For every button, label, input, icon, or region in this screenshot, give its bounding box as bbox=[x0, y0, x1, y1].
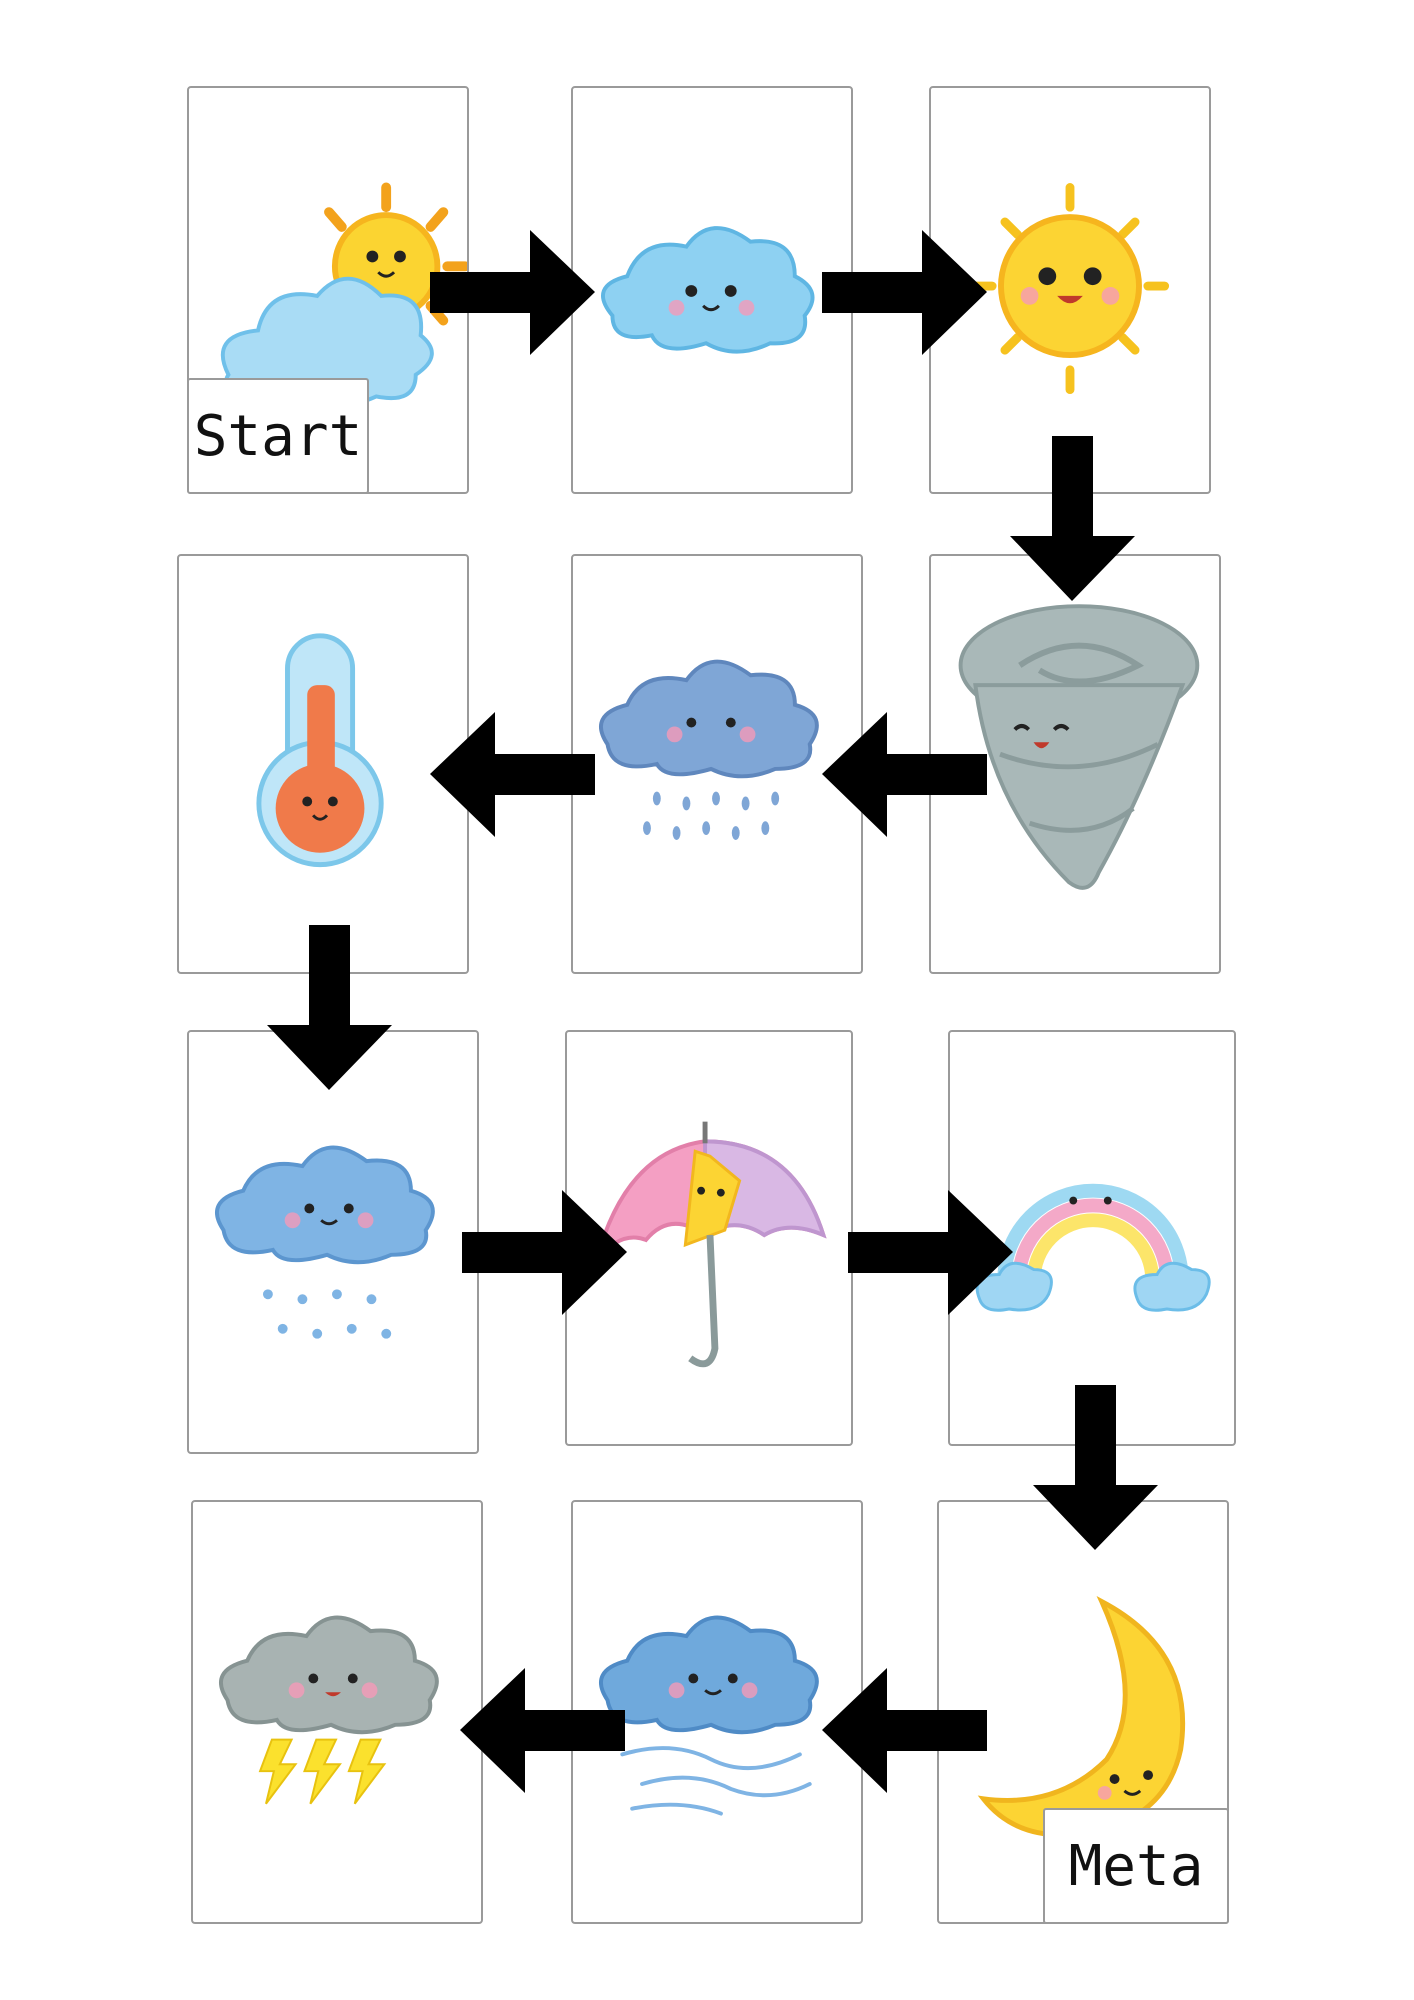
finish-label: Meta bbox=[1043, 1808, 1229, 1924]
arrow-right bbox=[430, 230, 595, 355]
arrow-right bbox=[822, 230, 987, 355]
storm-cloud-icon bbox=[218, 1615, 439, 1805]
card-umbrella[interactable] bbox=[565, 1030, 853, 1446]
card-sun-behind-cloud[interactable]: Start bbox=[187, 86, 469, 494]
rain-cloud-icon bbox=[598, 659, 819, 840]
card-cloud[interactable] bbox=[571, 86, 853, 494]
arrow-right bbox=[462, 1190, 627, 1315]
rainbow-icon bbox=[975, 1183, 1211, 1312]
card-rain-cloud[interactable] bbox=[571, 554, 863, 974]
moon-icon bbox=[977, 1596, 1186, 1838]
wind-cloud-icon bbox=[598, 1615, 819, 1816]
umbrella-icon bbox=[594, 1121, 827, 1368]
card-thermometer[interactable] bbox=[177, 554, 469, 974]
arrow-left bbox=[822, 1668, 987, 1793]
card-snow-cloud[interactable] bbox=[187, 1030, 479, 1454]
sun-behind-cloud-icon bbox=[220, 182, 467, 408]
card-storm-cloud[interactable] bbox=[191, 1500, 483, 1924]
snow-cloud-icon bbox=[214, 1145, 435, 1339]
arrow-down bbox=[267, 925, 392, 1090]
start-label: Start bbox=[187, 378, 369, 494]
arrow-down bbox=[1010, 436, 1135, 601]
sun-icon bbox=[970, 183, 1170, 395]
arrow-left bbox=[430, 712, 595, 837]
tornado-icon bbox=[958, 604, 1200, 890]
arrow-left bbox=[822, 712, 987, 837]
arrow-left bbox=[460, 1668, 625, 1793]
cloud-icon bbox=[601, 226, 815, 354]
arrow-down bbox=[1033, 1385, 1158, 1550]
arrow-right bbox=[848, 1190, 1013, 1315]
thermometer-icon bbox=[256, 633, 384, 868]
